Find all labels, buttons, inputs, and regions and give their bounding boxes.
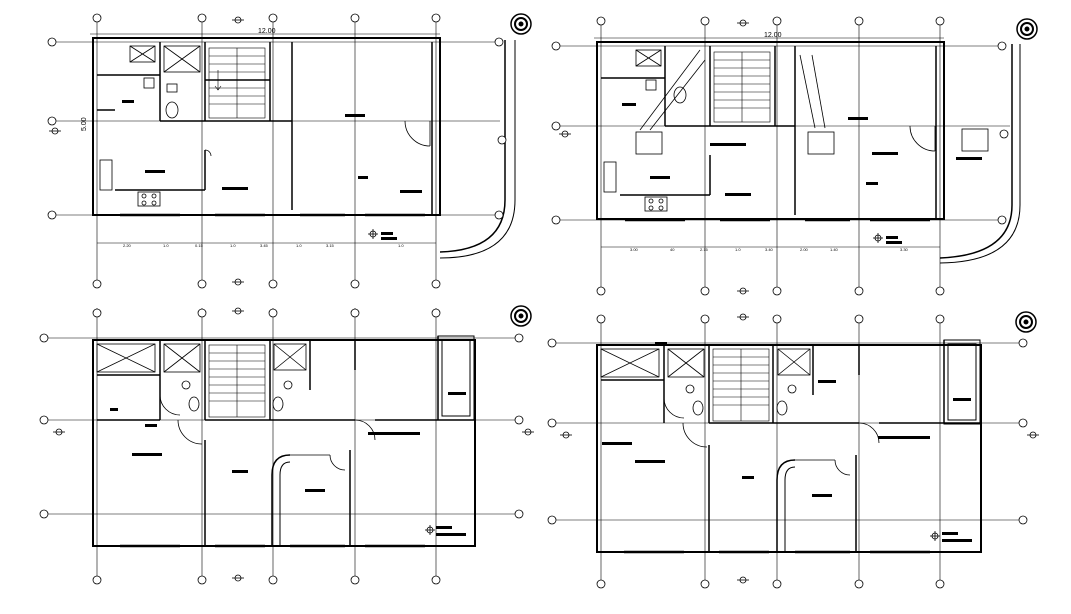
- bottom-dim-5: 3.45: [260, 243, 269, 248]
- bottom-dim-1: 2.20: [123, 243, 132, 248]
- exterior-walls: [596, 41, 945, 220]
- curved-balcony-outline: [939, 44, 1013, 259]
- side-dimension-label: 5.00: [81, 117, 88, 131]
- balcony-box: [943, 339, 981, 425]
- interior-walls: [601, 340, 981, 552]
- staircase: [208, 47, 266, 119]
- room-labels: [602, 342, 972, 542]
- room-labels: [110, 392, 466, 536]
- compass-symbol: [873, 233, 883, 243]
- doors: [159, 394, 376, 546]
- overall-dimension-label: 12.00: [764, 32, 782, 39]
- exterior-walls: [92, 37, 441, 216]
- bottom-dim-7: 3.15: [326, 243, 335, 248]
- exterior-walls: [92, 339, 476, 547]
- bottom-dimension-labels: 2.20 1.0 0.15 1.0 3.45 1.0 3.15 1.0: [123, 243, 404, 248]
- north-arrow-icon: [510, 305, 532, 327]
- grid-bubble-icon: [547, 314, 1028, 589]
- bottom-dim-4: 1.0: [230, 243, 236, 248]
- staircase: [712, 348, 770, 422]
- bottom-dim-2: 1.0: [163, 243, 169, 248]
- section-marker-icon: [53, 307, 534, 582]
- balcony-box: [437, 335, 475, 421]
- interior-walls: [601, 46, 937, 220]
- bathroom-fixtures: [600, 348, 811, 416]
- doors: [909, 125, 936, 152]
- curved-balcony-outline: [439, 40, 506, 253]
- curved-balcony-outline-outer: [439, 40, 516, 259]
- bottom-dim-3: 0.15: [195, 243, 204, 248]
- overall-dimension-label: 12.00: [258, 28, 276, 35]
- second-floor-plan: [39, 305, 534, 585]
- grid-bubble-icon: [39, 308, 524, 585]
- bottom-dim-1: 3.00: [630, 247, 639, 252]
- compass-symbol: [425, 525, 435, 535]
- structural-columns: [635, 49, 989, 155]
- compass-symbol: [368, 229, 378, 239]
- bathroom-fixtures: [96, 343, 307, 412]
- compass-symbol: [930, 531, 940, 541]
- bottom-dim-8: 1.0: [398, 243, 404, 248]
- section-marker-icon: [560, 313, 1039, 584]
- exterior-walls: [596, 344, 982, 553]
- section-marker-icon: [49, 16, 244, 286]
- kitchen-counter: [99, 159, 161, 207]
- north-arrow-icon: [1015, 311, 1037, 333]
- kitchen-counter: [603, 161, 668, 212]
- bottom-dim-7: 1.40: [830, 247, 839, 252]
- bottom-dim-5: 3.40: [765, 247, 774, 252]
- first-floor-plan: 12.00 3.00 40 2.15 1.0 3.40 2.00 1.40 3.…: [551, 16, 1038, 296]
- bottom-dim-2: 40: [670, 247, 675, 252]
- bottom-dimension-labels: 3.00 40 2.15 1.0 3.40 2.00 1.40 3.30: [630, 247, 909, 252]
- bathroom-fixtures: [129, 45, 201, 119]
- grid-bubble-icon: [47, 13, 507, 289]
- grid-bubble-icon: [551, 16, 1009, 296]
- north-arrow-icon: [1016, 18, 1038, 40]
- bottom-dim-6: 2.00: [800, 247, 809, 252]
- third-floor-plan: [547, 311, 1039, 589]
- room-labels: [622, 103, 982, 244]
- bottom-dim-4: 1.0: [735, 247, 741, 252]
- curved-balcony-outline-outer: [939, 44, 1021, 264]
- bottom-dim-6: 1.0: [296, 243, 302, 248]
- room-labels: [122, 100, 422, 240]
- bottom-dim-3: 2.15: [700, 247, 709, 252]
- staircase: [208, 344, 266, 418]
- section-marker-icon: [559, 19, 749, 295]
- doors: [663, 397, 880, 552]
- bottom-dim-8: 3.30: [900, 247, 909, 252]
- north-arrow-icon: [510, 13, 532, 35]
- doors: [204, 120, 431, 157]
- ground-floor-plan: 12.00 5.00 2.20 1.0 0.15 1.0 3.45 1.0 3.…: [47, 13, 532, 289]
- bathroom-fixtures: [635, 49, 687, 104]
- staircase: [713, 51, 771, 123]
